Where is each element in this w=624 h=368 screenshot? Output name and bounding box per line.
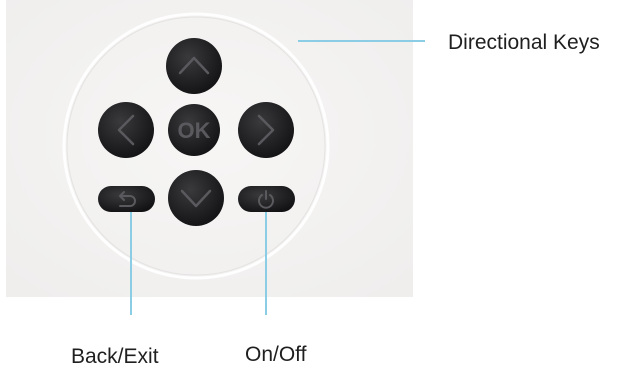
chevron-down-icon <box>180 189 212 208</box>
back-arrow-icon <box>119 191 136 207</box>
ok-button[interactable]: OK <box>168 104 220 156</box>
chevron-left-icon <box>117 114 135 146</box>
right-button[interactable] <box>238 102 294 158</box>
ok-label: OK <box>178 118 211 143</box>
down-button[interactable] <box>168 170 224 226</box>
chevron-up-icon <box>178 56 210 75</box>
keypad-ring <box>62 12 330 280</box>
directional-keys-label: Directional Keys <box>448 31 600 54</box>
back-exit-label: Back/Exit <box>71 345 159 368</box>
left-button[interactable] <box>98 102 154 158</box>
up-button[interactable] <box>166 38 222 94</box>
power-button[interactable] <box>238 186 295 212</box>
back-exit-button[interactable] <box>98 186 155 212</box>
chevron-right-icon <box>257 114 275 146</box>
on-off-label: On/Off <box>245 343 307 366</box>
power-icon <box>258 190 274 209</box>
